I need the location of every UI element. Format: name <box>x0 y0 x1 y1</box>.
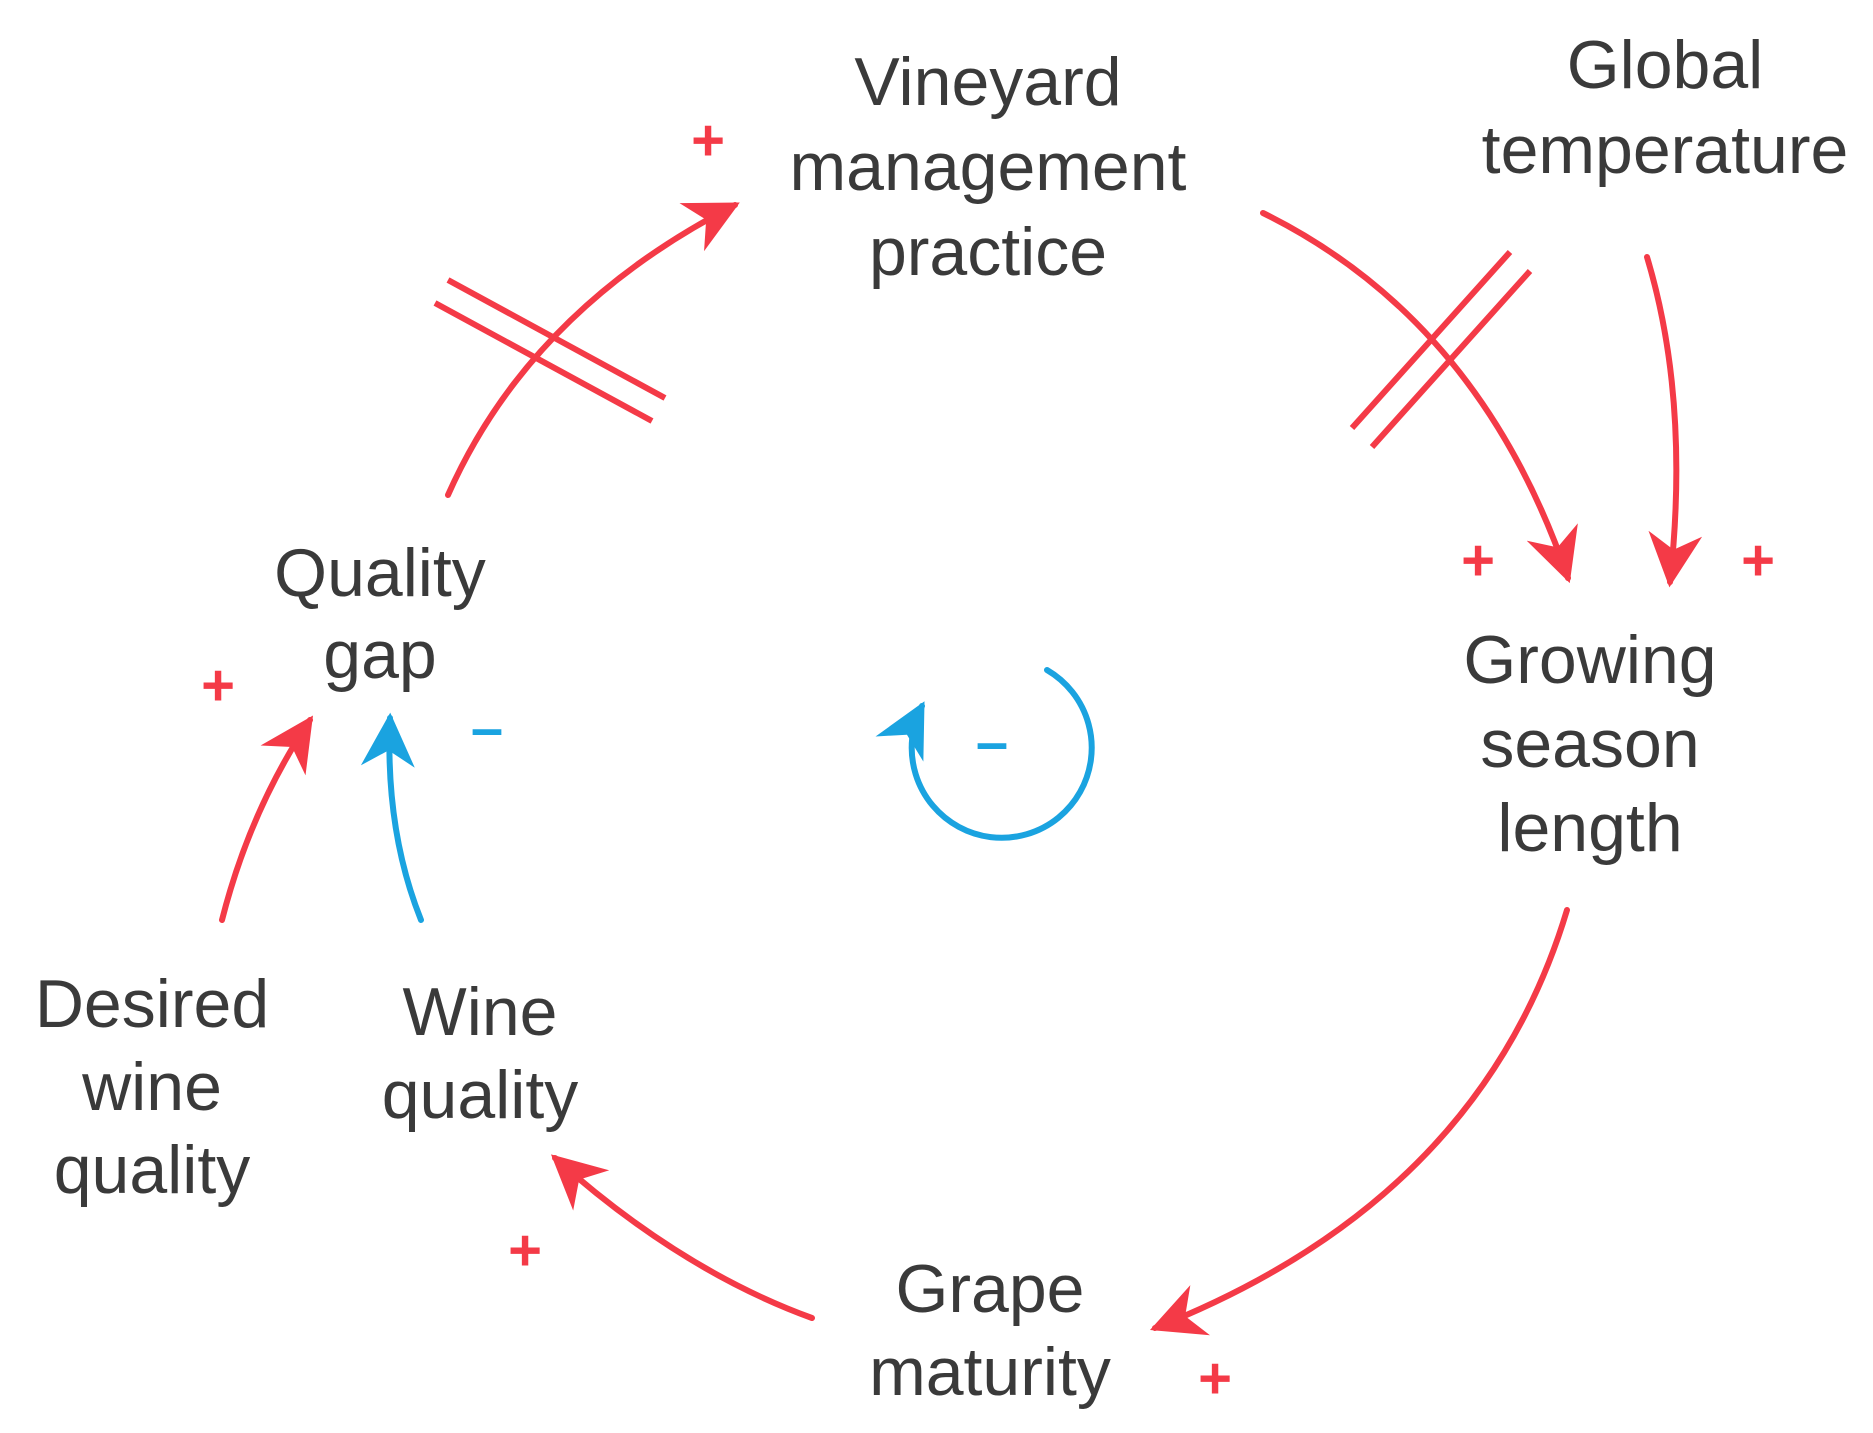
polarity-sign: + <box>1461 528 1495 593</box>
node-vineyard-management-practice: Vineyard management practice <box>790 44 1187 290</box>
node-quality-gap: Quality gap <box>274 535 486 693</box>
node-label-line: Global <box>1567 27 1764 103</box>
polarity-sign: + <box>1198 1346 1232 1411</box>
loop-arrow-icon <box>875 667 1095 841</box>
delay-mark <box>446 277 667 401</box>
node-label-line: quality <box>382 1057 579 1133</box>
loop-polarity-sign: – <box>976 710 1008 775</box>
node-desired-wine-quality: Desired wine quality <box>35 966 269 1208</box>
node-label-line: length <box>1497 790 1682 866</box>
link-wine-quality-to-quality-gap: – <box>360 696 503 923</box>
loop-indicator: – <box>875 667 1095 841</box>
link-arc <box>445 202 740 498</box>
node-label-line: Desired <box>35 966 269 1042</box>
link-arc <box>360 712 424 923</box>
node-label-line: maturity <box>869 1334 1111 1410</box>
node-label-line: quality <box>54 1132 251 1208</box>
link-vineyard-management-to-growing-season: + <box>1260 210 1578 593</box>
node-label-line: management <box>790 129 1187 205</box>
polarity-sign: + <box>691 108 725 173</box>
node-label-line: temperature <box>1482 112 1849 188</box>
node-global-temperature: Global temperature <box>1482 27 1849 188</box>
node-label-line: practice <box>869 214 1107 290</box>
node-grape-maturity: Grape maturity <box>869 1251 1111 1410</box>
link-arc <box>550 1154 815 1321</box>
link-arc <box>1260 210 1578 584</box>
link-arc <box>1644 254 1703 588</box>
node-label-line: wine <box>81 1049 222 1125</box>
link-growing-season-to-grape-maturity: + <box>1149 907 1570 1411</box>
node-label-line: season <box>1480 706 1699 782</box>
polarity-sign: – <box>471 696 503 761</box>
node-label-line: Quality <box>274 535 486 611</box>
link-quality-gap-to-vineyard-management: + <box>433 108 740 498</box>
link-arc <box>1149 907 1570 1336</box>
delay-mark <box>1369 268 1533 450</box>
node-label-line: Vineyard <box>854 44 1121 120</box>
link-desired-wine-quality-to-quality-gap: + <box>201 653 313 923</box>
polarity-sign: + <box>508 1218 542 1283</box>
node-label-line: Growing <box>1463 622 1716 698</box>
link-arc <box>219 715 313 923</box>
delay-mark <box>433 300 654 424</box>
node-label-line: Grape <box>896 1251 1085 1327</box>
node-label-line: Wine <box>403 974 558 1050</box>
node-wine-quality: Wine quality <box>382 974 579 1133</box>
delay-mark <box>1349 249 1513 431</box>
polarity-sign: + <box>1741 528 1775 593</box>
link-grape-maturity-to-wine-quality: + <box>508 1154 815 1321</box>
link-global-temperature-to-growing-season: + <box>1644 254 1775 593</box>
node-label-line: gap <box>323 617 436 693</box>
polarity-sign: + <box>201 653 235 718</box>
node-growing-season-length: Growing season length <box>1463 622 1716 866</box>
